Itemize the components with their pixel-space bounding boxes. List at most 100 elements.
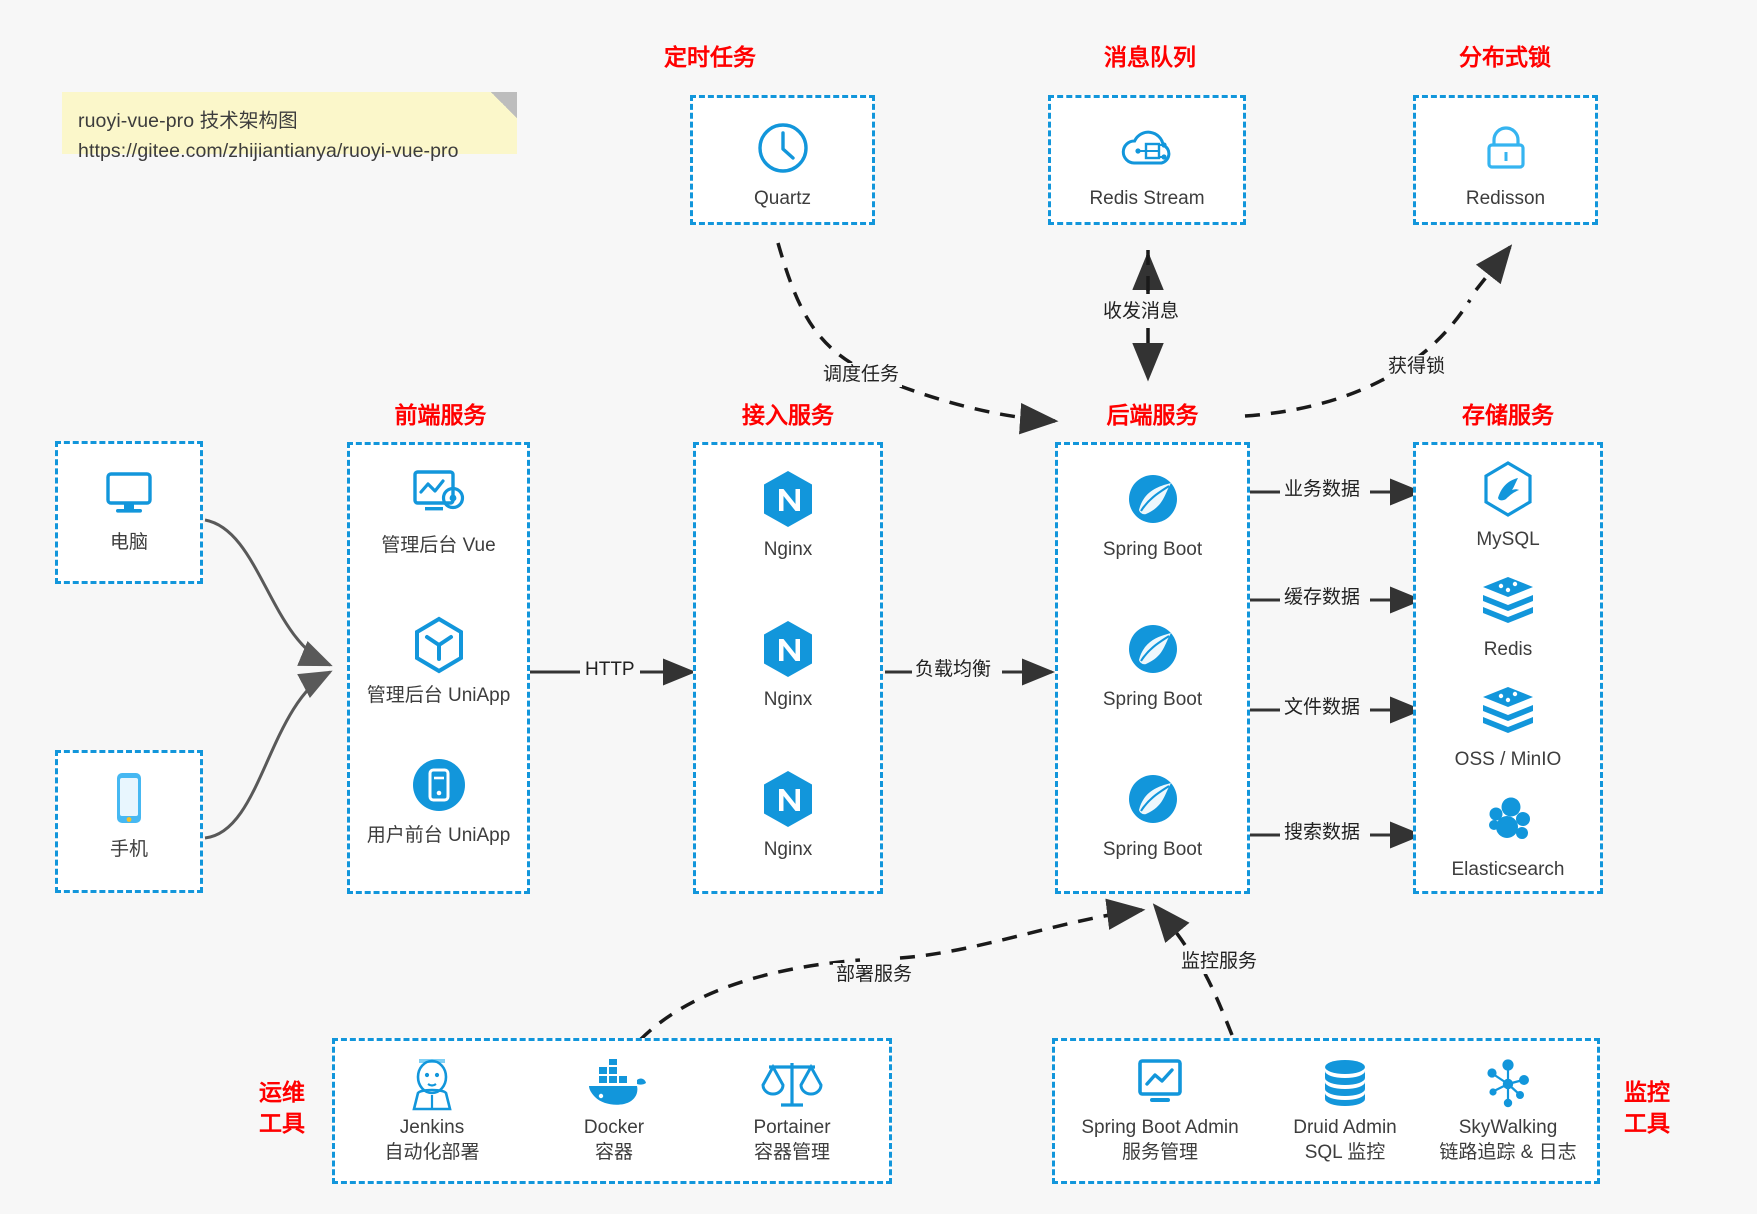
node-nginx-3[interactable]: Nginx — [696, 767, 880, 863]
note-fold-icon — [491, 92, 517, 118]
box-backend[interactable]: Spring Boot Spring Boot Spring Boot — [1055, 442, 1250, 894]
node-label: Spring Boot — [1102, 839, 1203, 860]
box-scheduled-task[interactable]: Quartz — [690, 95, 875, 225]
node-label: Quartz — [753, 188, 812, 209]
node-label: SkyWalking — [1458, 1117, 1558, 1138]
clock-icon — [693, 116, 872, 180]
node-label: Spring Boot — [1102, 689, 1203, 710]
monitoring-title-line-1: 监控 — [1624, 1079, 1670, 1105]
box-message-queue[interactable]: Redis Stream — [1048, 95, 1246, 225]
node-elasticsearch[interactable]: Elasticsearch — [1416, 787, 1600, 883]
node-redis-stream[interactable]: Redis Stream — [1051, 116, 1243, 212]
docker-icon — [539, 1053, 689, 1115]
box-storage[interactable]: MySQL Redis OSS — [1413, 442, 1603, 894]
edge-label-file: 文件数据 — [1281, 696, 1364, 720]
node-portainer[interactable]: Portainer 容器管理 — [717, 1053, 867, 1165]
node-user-uniapp[interactable]: 用户前台 UniApp — [350, 753, 527, 849]
edge-label-lock: 获得锁 — [1385, 355, 1449, 379]
monitor-chart-icon — [1065, 1053, 1255, 1115]
node-jenkins[interactable]: Jenkins 自动化部署 — [357, 1053, 507, 1165]
node-label: Druid Admin — [1293, 1117, 1397, 1138]
jenkins-icon — [357, 1053, 507, 1115]
node-redis[interactable]: Redis — [1416, 567, 1600, 663]
edge-monitor — [1198, 964, 1234, 1036]
box-devops-tools[interactable]: Jenkins 自动化部署 Docker 容器 — [332, 1038, 892, 1184]
node-skywalking[interactable]: SkyWalking 链路追踪 & 日志 — [1413, 1053, 1603, 1165]
database-icon — [1255, 1053, 1435, 1115]
node-label: Elasticsearch — [1451, 859, 1565, 880]
group-title-frontend: 前端服务 — [394, 402, 487, 428]
node-quartz[interactable]: Quartz — [693, 116, 872, 212]
monitor-icon — [58, 460, 200, 524]
dashboard-gear-icon — [350, 463, 527, 527]
node-redisson[interactable]: Redisson — [1416, 116, 1595, 212]
node-docker[interactable]: Docker 容器 — [539, 1053, 689, 1165]
edge-deploy — [638, 958, 861, 1042]
edge-label-deploy: 部署服务 — [833, 963, 916, 987]
node-druid-admin[interactable]: Druid Admin SQL 监控 — [1255, 1053, 1435, 1165]
node-label: Nginx — [763, 689, 813, 710]
group-title-distributed-lock: 分布式锁 — [1459, 44, 1551, 70]
node-sublabel: SQL 监控 — [1304, 1142, 1386, 1163]
lock-icon — [1416, 116, 1595, 180]
node-sublabel: 自动化部署 — [384, 1142, 480, 1163]
edge-label-monitor: 监控服务 — [1178, 950, 1261, 974]
node-label: Spring Boot Admin — [1081, 1117, 1239, 1138]
box-frontend[interactable]: 管理后台 Vue 管理后台 UniApp 用户前台 UniApp — [347, 442, 530, 894]
node-mysql[interactable]: MySQL — [1416, 457, 1600, 553]
edge-label-mq: 收发消息 — [1100, 300, 1183, 324]
node-sublabel: 服务管理 — [1121, 1142, 1198, 1163]
edge-label-cache: 缓存数据 — [1281, 586, 1364, 610]
node-spring-boot-1[interactable]: Spring Boot — [1058, 467, 1247, 563]
spring-boot-icon — [1058, 767, 1247, 831]
node-label: Docker — [583, 1117, 645, 1138]
box-distributed-lock[interactable]: Redisson — [1413, 95, 1598, 225]
edge-label-http: HTTP — [582, 658, 638, 682]
skywalking-icon — [1413, 1053, 1603, 1115]
node-spring-boot-admin[interactable]: Spring Boot Admin 服务管理 — [1065, 1053, 1255, 1165]
node-mobile[interactable]: 手机 — [58, 767, 200, 863]
node-label: Jenkins — [399, 1117, 465, 1138]
devops-title-line-2: 工具 — [259, 1110, 305, 1136]
box-client-mobile[interactable]: 手机 — [55, 750, 203, 893]
node-label: 管理后台 Vue — [381, 535, 496, 556]
node-pc[interactable]: 电脑 — [58, 460, 200, 556]
node-spring-boot-3[interactable]: Spring Boot — [1058, 767, 1247, 863]
monitoring-title-line-2: 工具 — [1624, 1110, 1670, 1136]
scales-icon — [717, 1053, 867, 1115]
cube-icon — [350, 613, 527, 677]
node-oss-minio[interactable]: OSS / MinIO — [1416, 677, 1600, 773]
group-title-gateway: 接入服务 — [742, 402, 834, 428]
node-admin-uniapp[interactable]: 管理后台 UniApp — [350, 613, 527, 709]
node-sublabel: 链路追踪 & 日志 — [1439, 1142, 1577, 1163]
node-sublabel: 容器 — [594, 1142, 633, 1163]
node-label: 用户前台 UniApp — [366, 825, 511, 846]
group-title-scheduled-task: 定时任务 — [664, 44, 756, 70]
cloud-stream-icon — [1051, 116, 1243, 180]
mobile-app-icon — [350, 753, 527, 817]
node-spring-boot-2[interactable]: Spring Boot — [1058, 617, 1247, 713]
node-admin-vue[interactable]: 管理后台 Vue — [350, 463, 527, 559]
box-client-pc[interactable]: 电脑 — [55, 441, 203, 584]
node-nginx-2[interactable]: Nginx — [696, 617, 880, 713]
node-label: Redis — [1483, 639, 1533, 660]
note-line-1: ruoyi-vue-pro 技术架构图 — [78, 110, 298, 132]
node-nginx-1[interactable]: Nginx — [696, 467, 880, 563]
node-label: Redis Stream — [1089, 188, 1205, 209]
node-sublabel: 容器管理 — [753, 1142, 830, 1163]
group-title-storage: 存储服务 — [1462, 402, 1554, 428]
note-line-2: https://gitee.com/zhijiantianya/ruoyi-vu… — [78, 140, 459, 162]
node-label: MySQL — [1476, 529, 1540, 550]
node-label: 电脑 — [109, 532, 148, 553]
nginx-icon — [696, 467, 880, 531]
elasticsearch-icon — [1416, 787, 1600, 851]
group-title-backend: 后端服务 — [1106, 402, 1199, 428]
box-gateway[interactable]: Nginx Nginx Nginx — [693, 442, 883, 894]
spring-boot-icon — [1058, 467, 1247, 531]
mysql-icon — [1416, 457, 1600, 521]
box-monitoring-tools[interactable]: Spring Boot Admin 服务管理 Druid Admin SQL 监… — [1052, 1038, 1600, 1184]
spring-boot-icon — [1058, 617, 1247, 681]
node-label: Nginx — [763, 539, 813, 560]
node-label: 手机 — [109, 839, 148, 860]
